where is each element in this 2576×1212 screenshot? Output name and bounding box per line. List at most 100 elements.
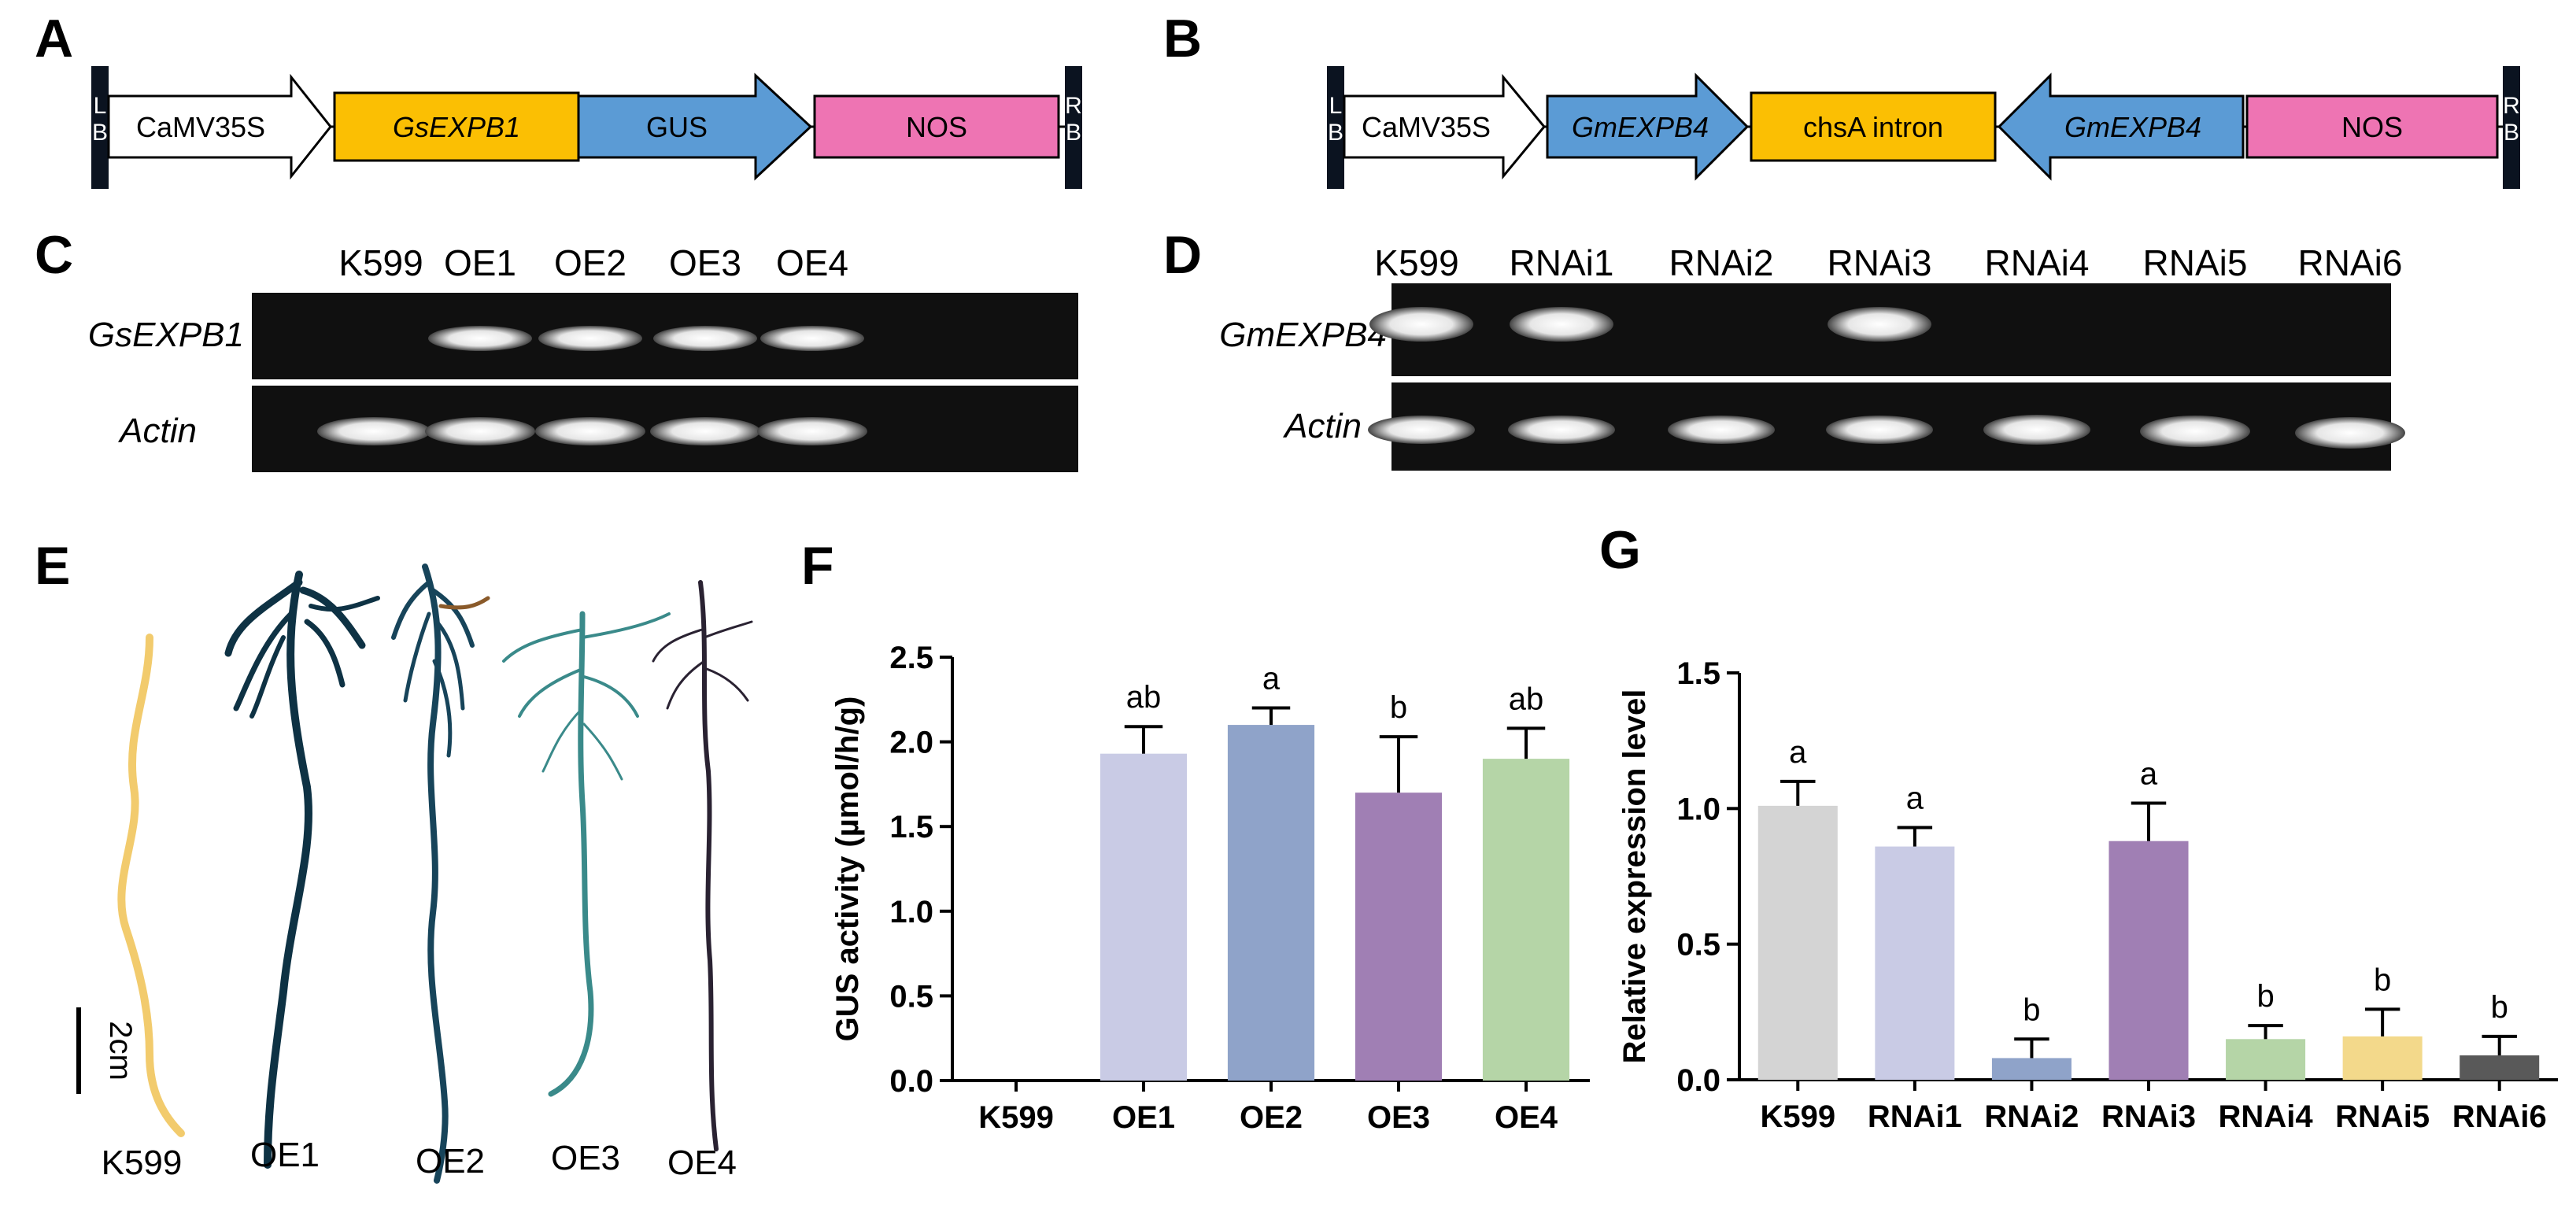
significance-letter: a	[2140, 756, 2158, 791]
y-tick-label: 1.0	[1676, 792, 1720, 826]
row-label: Actin	[1282, 407, 1362, 445]
right-border	[1065, 66, 1082, 189]
promoter-arrow	[107, 73, 332, 180]
nos-label: NOS	[2341, 111, 2403, 143]
x-tick-label: OE1	[1112, 1100, 1175, 1135]
x-tick-label: OE3	[1367, 1100, 1430, 1135]
y-tick-label: 0.0	[1676, 1063, 1720, 1098]
significance-letter: b	[2256, 979, 2274, 1014]
gel-band	[1508, 416, 1615, 444]
y-tick-label: 2.0	[889, 726, 933, 760]
x-tick-label: RNAi4	[2219, 1099, 2314, 1134]
y-tick-label: 0.5	[1676, 928, 1720, 963]
significance-letter: a	[1262, 662, 1281, 697]
significance-letter: a	[1906, 781, 1924, 815]
bar	[2108, 841, 2189, 1080]
intron-box	[1750, 91, 1997, 162]
gel-band	[2295, 417, 2405, 449]
gene-antisense-label: GmEXPB4	[2064, 111, 2201, 143]
bar	[2226, 1039, 2306, 1080]
sample-label: OE2	[416, 1142, 485, 1181]
gus-arrow	[577, 72, 813, 181]
nos-box	[2245, 94, 2499, 159]
lane-label: RNAi5	[2143, 242, 2248, 283]
significance-letter: a	[1789, 735, 1807, 770]
root-oe4	[652, 580, 753, 1151]
bar	[1991, 1058, 2072, 1080]
y-tick-label: 2.5	[889, 641, 933, 675]
lane-label: OE3	[669, 242, 741, 283]
x-tick-label: K599	[1760, 1099, 1835, 1134]
gel-panel-C: K599 OE1 OE2 OE3 OE4 GsEXPB1 Actin	[88, 242, 1078, 472]
lane-label: K599	[1374, 242, 1458, 283]
scale-bar-label: 2cm	[103, 1021, 138, 1081]
x-tick-label: RNAi5	[2335, 1099, 2430, 1134]
lane-label: RNAi1	[1510, 242, 1614, 283]
gel-band	[757, 417, 867, 445]
x-tick-label: OE2	[1240, 1100, 1303, 1135]
panel-letter-B: B	[1163, 9, 1203, 68]
panel-letter-G: G	[1599, 520, 1641, 580]
significance-letter: b	[1390, 690, 1407, 725]
gel-band	[1828, 307, 1931, 342]
gene-box	[333, 91, 580, 162]
panel-letter-C: C	[35, 225, 74, 285]
gel-band	[1369, 307, 1473, 342]
gel-band	[650, 417, 760, 445]
bar	[2342, 1036, 2423, 1080]
gel-band	[653, 326, 757, 351]
y-tick-label: 1.5	[1676, 656, 1720, 691]
x-tick-label: RNAi3	[2101, 1099, 2196, 1134]
row-label: Actin	[117, 412, 197, 450]
bar	[1757, 805, 1838, 1080]
significance-letter: b	[2374, 963, 2391, 997]
significance-letter: ab	[1509, 682, 1544, 716]
right-border	[2503, 66, 2520, 189]
gel-band	[428, 326, 532, 351]
gel-panel-D: K599 RNAi1 RNAi2 RNAi3 RNAi4 RNAi5 RNAi6…	[1219, 242, 2405, 471]
promoter-arrow	[1343, 73, 1546, 180]
gel-band	[425, 417, 535, 445]
left-border	[91, 66, 109, 189]
gel-band	[1368, 416, 1475, 444]
lane-label: OE1	[444, 242, 516, 283]
nos-box	[813, 94, 1060, 159]
panel-letter-A: A	[35, 9, 74, 68]
gel-band	[317, 417, 431, 445]
root-images-E: 2cm K599 OE1 OE2 OE3 OE4	[76, 564, 753, 1184]
panel-letter-E: E	[35, 536, 71, 596]
sample-label: OE4	[667, 1144, 737, 1182]
bar	[1482, 759, 1570, 1081]
panel-letter-F: F	[801, 536, 834, 596]
x-tick-label: K599	[978, 1100, 1054, 1135]
bar	[1875, 846, 1955, 1080]
row-label: GmEXPB4	[1219, 316, 1387, 354]
significance-letter: b	[2491, 990, 2508, 1025]
intron-label: chsA intron	[1803, 111, 1943, 143]
gene-sense-label: GmEXPB4	[1572, 111, 1709, 143]
gene-sense-arrow	[1546, 72, 1750, 181]
x-tick-label: RNAi2	[1984, 1099, 2079, 1134]
promoter-label: CaMV35S	[136, 111, 265, 143]
sample-label: K599	[102, 1144, 183, 1182]
gel-band	[538, 326, 642, 351]
gus-label: GUS	[646, 111, 708, 143]
gel-band	[1510, 307, 1613, 342]
sample-label: OE3	[551, 1139, 620, 1177]
gene-label: GsEXPB1	[393, 111, 520, 143]
lane-label: RNAi3	[1828, 242, 1932, 283]
lane-label: K599	[338, 242, 423, 283]
significance-letter: b	[2023, 992, 2040, 1027]
bar	[2460, 1055, 2540, 1080]
significance-letter: ab	[1126, 680, 1162, 715]
y-axis-label: GUS activity (µmol/h/g)	[830, 697, 865, 1042]
lane-label: OE4	[776, 242, 848, 283]
panel-letter-D: D	[1163, 225, 1203, 285]
